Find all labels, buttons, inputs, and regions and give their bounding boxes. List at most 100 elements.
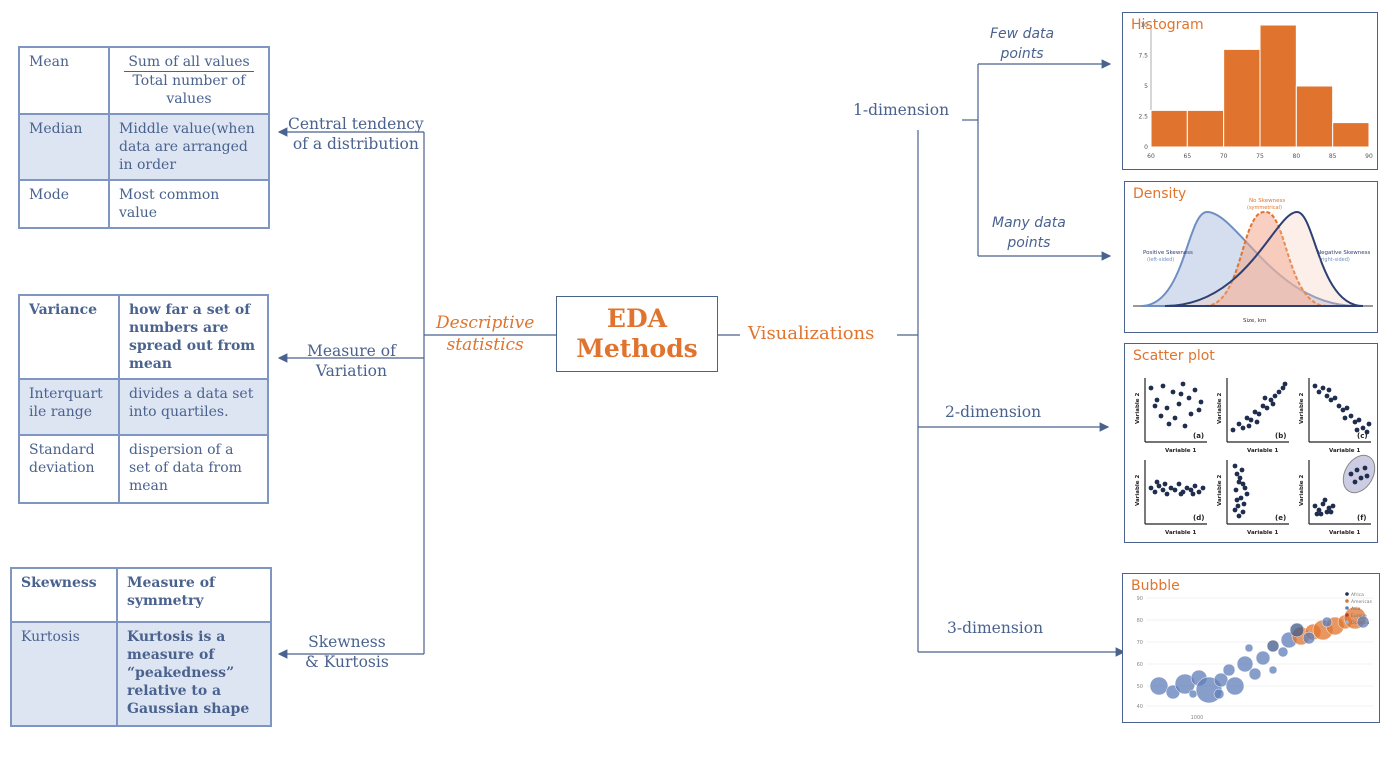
scatter-point xyxy=(1264,405,1270,411)
three-dimension-label: 3-dimension xyxy=(947,619,1044,637)
scatter-point xyxy=(1248,417,1254,423)
hist-bar xyxy=(1295,85,1334,148)
term-line: ile range xyxy=(29,404,92,420)
scatter-point xyxy=(1342,415,1348,421)
label-line: statistics xyxy=(446,335,524,355)
mean-denominator-1: Total number of xyxy=(132,73,246,89)
histogram-title: Histogram xyxy=(1131,17,1204,33)
descriptive-statistics-label: Descriptive statistics xyxy=(436,312,534,356)
def-median: Middle value(when data are arranged in o… xyxy=(108,113,270,181)
def-line: numbers are xyxy=(129,320,229,336)
scatter-point xyxy=(1236,479,1242,485)
scatter-point xyxy=(1312,383,1318,389)
density-panel: Positive Skewness (left-sided) No Skewne… xyxy=(1124,181,1378,333)
scatter-ylabel: Variable 2 xyxy=(1217,475,1223,506)
def-iqr: divides a data set into quartiles. xyxy=(118,378,269,436)
density-chart: Positive Skewness (left-sided) No Skewne… xyxy=(1133,198,1373,324)
scatter-point xyxy=(1332,395,1338,401)
skew-kurt-label: Skewness & Kurtosis xyxy=(305,632,389,672)
scatter-point xyxy=(1235,503,1241,509)
def-line: Middle value(when xyxy=(119,121,255,137)
table-row-median: Median Middle value(when data are arrang… xyxy=(18,113,270,181)
label-line: Central tendency xyxy=(288,115,424,133)
hist-bar xyxy=(1332,122,1370,148)
scatter-point xyxy=(1236,421,1242,427)
bubble-point xyxy=(1289,622,1305,638)
no-skew-text-1: No Skewness xyxy=(1249,198,1285,204)
label-line: Skewness xyxy=(308,633,386,651)
scatter-xlabel: Variable 1 xyxy=(1165,448,1196,454)
label-line: Few data xyxy=(990,26,1055,42)
hist-bar xyxy=(1259,24,1297,148)
density-title: Density xyxy=(1133,186,1187,202)
bubble-y-tick: 70 xyxy=(1137,640,1143,646)
center-title-line: Methods xyxy=(576,334,698,363)
scatter-point xyxy=(1180,381,1186,387)
bubble-point xyxy=(1213,688,1225,700)
scatter-point xyxy=(1354,427,1360,433)
hist-x-tick: 90 xyxy=(1365,153,1373,160)
bubble-point xyxy=(1225,676,1245,696)
scatter-point xyxy=(1196,407,1202,413)
scatter-point xyxy=(1160,487,1166,493)
def-mode: Most common value xyxy=(108,179,270,229)
scatter-xlabel: Variable 1 xyxy=(1165,530,1196,536)
table-row-mean: Mean Sum of all values Total number of v… xyxy=(18,46,270,115)
mean-denominator-2: values xyxy=(166,91,212,107)
def-line: data are arranged xyxy=(119,139,248,155)
scatter-point xyxy=(1358,475,1364,481)
scatter-point xyxy=(1320,501,1326,507)
def-line: Most common xyxy=(119,187,220,203)
hist-x-tick: 65 xyxy=(1184,153,1192,160)
table-row-variance: Variance how far a set of numbers are sp… xyxy=(18,294,269,380)
scatter-point xyxy=(1172,487,1178,493)
scatter-point xyxy=(1324,509,1330,515)
central-tendency-label: Central tendency of a distribution xyxy=(288,114,424,154)
no-skew-text-2: (symmetrical) xyxy=(1247,205,1282,211)
scatter-point xyxy=(1184,485,1190,491)
label-line: Many data xyxy=(992,215,1066,231)
scatter-point xyxy=(1328,397,1334,403)
central-tendency-table: Mean Sum of all values Total number of v… xyxy=(18,46,270,229)
scatter-point xyxy=(1232,507,1238,513)
def-line: set of data from xyxy=(129,460,242,476)
label-line: points xyxy=(1000,46,1044,62)
scatter-point xyxy=(1364,429,1370,435)
scatter-point xyxy=(1244,491,1250,497)
many-data-points-label: Many data points xyxy=(992,213,1066,253)
scatter-point xyxy=(1256,411,1262,417)
term-median: Median xyxy=(18,113,110,181)
scatter-point xyxy=(1324,393,1330,399)
scatter-point xyxy=(1186,395,1192,401)
label-line: Measure of xyxy=(307,342,396,360)
scatter-point xyxy=(1238,495,1244,501)
def-variance: how far a set of numbers are spread out … xyxy=(118,294,269,380)
scatter-point xyxy=(1320,385,1326,391)
hist-y-tick: 0 xyxy=(1144,144,1148,151)
bubble-y-tick: 80 xyxy=(1137,618,1143,624)
scatter-subplot-label: (a) xyxy=(1193,432,1204,440)
def-line: spread out from xyxy=(129,338,256,354)
eda-methods-box: EDA Methods xyxy=(556,296,718,372)
scatter-ylabel: Variable 2 xyxy=(1299,393,1305,424)
bubble-point xyxy=(1268,665,1278,675)
def-skewness: Measure of symmetry xyxy=(116,567,272,623)
hist-x-tick: 60 xyxy=(1147,153,1155,160)
scatter-xlabel: Variable 1 xyxy=(1329,448,1360,454)
scatter-subplot-label: (f) xyxy=(1357,514,1366,522)
label-line: Descriptive xyxy=(436,313,535,333)
negative-skew-text-1: Negative Skewness xyxy=(1317,250,1371,256)
bubble-title: Bubble xyxy=(1131,578,1180,594)
hist-x-tick: 75 xyxy=(1256,153,1264,160)
scatter-ylabel: Variable 2 xyxy=(1217,393,1223,424)
scatter-point xyxy=(1192,387,1198,393)
few-data-points-label: Few data points xyxy=(990,24,1054,64)
table-row-iqr: Interquart ile range divides a data set … xyxy=(18,378,269,436)
scatter-point xyxy=(1233,487,1239,493)
scatter-point xyxy=(1262,395,1268,401)
scatter-point xyxy=(1360,425,1366,431)
bubble-point xyxy=(1188,689,1198,699)
scatter-point xyxy=(1164,405,1170,411)
scatter-point xyxy=(1240,481,1246,487)
